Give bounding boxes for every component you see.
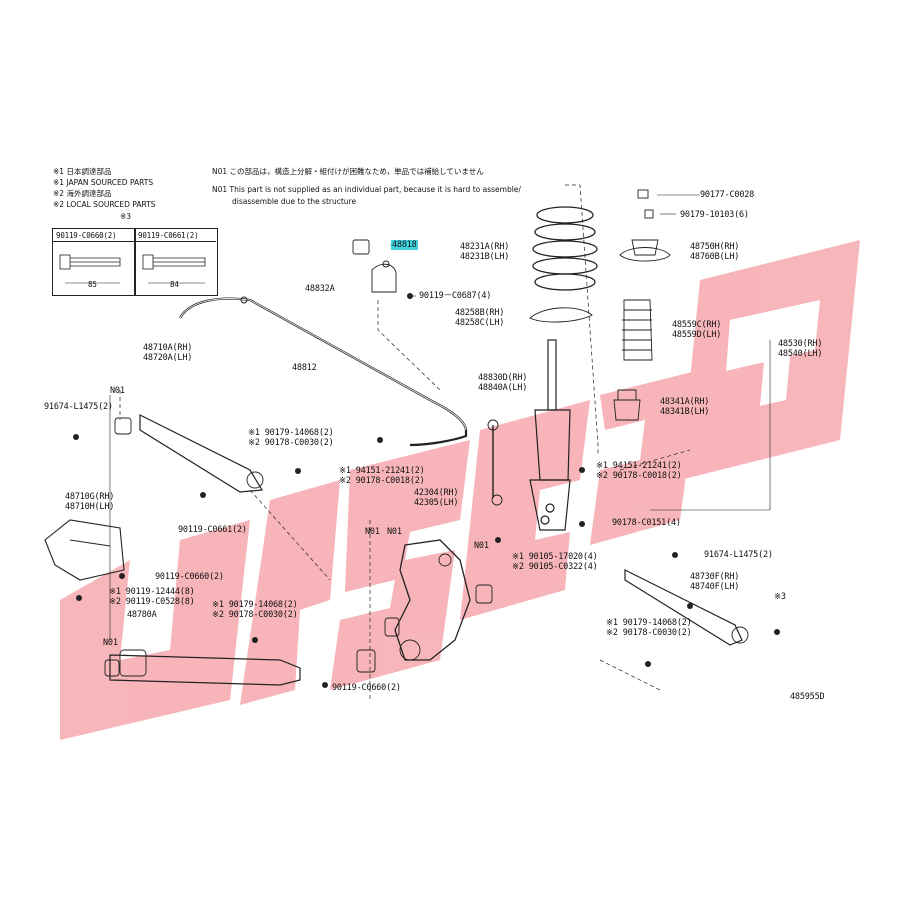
part-label[interactable]: ※1 90105-17020(4) xyxy=(512,552,598,562)
part-label[interactable]: 48710A(RH) xyxy=(143,343,193,353)
part-label[interactable]: 48750H(RH) xyxy=(690,242,740,252)
legend-bolt-length: 84 xyxy=(170,280,179,289)
part-label[interactable]: ※1 90179-14068(2) xyxy=(248,428,334,438)
note-en: disassemble due to the structure xyxy=(232,197,357,206)
part-label[interactable]: ※2 90178-C0030(2) xyxy=(212,610,298,620)
part-label[interactable]: 48818 xyxy=(391,240,418,250)
part-label[interactable]: 42305(LH) xyxy=(414,498,459,508)
legend-bolt-part: 90119-C0660(2) xyxy=(56,231,117,240)
part-label[interactable]: 48530(RH) xyxy=(778,339,823,349)
legend-bolt-cell xyxy=(134,228,218,296)
knuckle xyxy=(394,539,471,661)
part-label[interactable]: ※1 90179-14068(2) xyxy=(606,618,692,628)
part-label[interactable]: ※1 90119-12444(8) xyxy=(109,587,195,597)
part-label[interactable]: 48231B(LH) xyxy=(460,252,510,262)
part-label[interactable]: 48710H(LH) xyxy=(65,502,115,512)
legend-box-header: ※3 xyxy=(120,212,132,221)
part-label[interactable]: 48710G(RH) xyxy=(65,492,115,502)
part-label[interactable]: ※2 90178-C0018(2) xyxy=(596,471,682,481)
diagram-number: 485955D xyxy=(790,692,825,702)
part-label[interactable]: 90119－C0687(4) xyxy=(419,291,492,301)
part-label[interactable]: 91674-L1475(2) xyxy=(704,550,773,560)
legend-line: ※2 海外調達部品 xyxy=(53,189,112,198)
part-label[interactable]: 48730F(RH) xyxy=(690,572,740,582)
legend-bolt-length: 85 xyxy=(88,280,97,289)
part-label[interactable]: 48341A(RH) xyxy=(660,397,710,407)
lateral-arm xyxy=(624,569,743,646)
part-label[interactable]: 48840A(LH) xyxy=(478,383,528,393)
part-label: ※3 xyxy=(774,592,786,602)
part-label[interactable]: 48740F(LH) xyxy=(690,582,740,592)
bellows xyxy=(622,299,653,361)
part-label[interactable]: 48258C(LH) xyxy=(455,318,505,328)
coil-spring xyxy=(532,206,598,291)
part-label[interactable]: 48832A xyxy=(305,284,335,294)
part-label[interactable]: ※2 90178-C0030(2) xyxy=(248,438,334,448)
part-label[interactable]: 48830D(RH) xyxy=(478,373,528,383)
part-label[interactable]: 48760B(LH) xyxy=(690,252,740,262)
part-label[interactable]: ※1 94151-21241(2) xyxy=(339,466,425,476)
part-label[interactable]: 42304(RH) xyxy=(414,488,459,498)
part-label[interactable]: 48258B(RH) xyxy=(455,308,505,318)
part-label[interactable]: 48812 xyxy=(292,363,317,373)
part-label[interactable]: 90119-C0661(2) xyxy=(178,525,247,535)
legend-bolt-cell xyxy=(52,228,136,296)
part-label[interactable]: 48559C(RH) xyxy=(672,320,722,330)
shock-absorber xyxy=(529,339,571,531)
note-en: N01 This part is not supplied as an indi… xyxy=(212,185,521,194)
legend-header-row xyxy=(52,228,216,242)
part-label[interactable]: ※2 90119-C0528(8) xyxy=(109,597,195,607)
part-label[interactable]: 48341B(LH) xyxy=(660,407,710,417)
legend-line: ※1 JAPAN SOURCED PARTS xyxy=(53,178,154,187)
part-label[interactable]: 90178-C0151(4) xyxy=(612,518,681,528)
part-label[interactable]: N01 xyxy=(103,638,118,648)
part-label[interactable]: ※2 90178-C0018(2) xyxy=(339,476,425,486)
part-label[interactable]: ※1 90179-14068(2) xyxy=(212,600,298,610)
part-label[interactable]: 48231A(RH) xyxy=(460,242,510,252)
part-label[interactable]: 90177-C0028 xyxy=(700,190,755,200)
part-label[interactable]: N01 xyxy=(474,541,489,551)
part-label[interactable]: ※2 90178-C0030(2) xyxy=(606,628,692,638)
stabilizer-bar xyxy=(179,297,468,447)
part-label[interactable]: 90179-10103(6) xyxy=(680,210,749,220)
part-label-highlighted[interactable]: 48818 xyxy=(391,240,418,250)
part-label[interactable]: ※2 90105-C0322(4) xyxy=(512,562,598,572)
part-label[interactable]: 48540(LH) xyxy=(778,349,823,359)
part-label[interactable]: ※1 94151-21241(2) xyxy=(596,461,682,471)
part-label[interactable]: 48720A(LH) xyxy=(143,353,193,363)
upper-arm xyxy=(139,414,264,493)
note-jp: N01 この部品は，構造上分解・組付けが困難なため，単品では補給していません xyxy=(212,167,484,176)
part-label[interactable]: 48780A xyxy=(127,610,157,620)
lower-arm xyxy=(109,654,301,686)
part-label[interactable]: N01 xyxy=(110,386,125,396)
part-label[interactable]: N01 xyxy=(365,527,380,537)
legend-line: ※1 日本調達部品 xyxy=(53,167,112,176)
legend-line: ※2 LOCAL SOURCED PARTS xyxy=(53,200,156,209)
legend-bolt-part: 90119-C0661(2) xyxy=(138,231,199,240)
part-label[interactable]: N01 xyxy=(387,527,402,537)
part-label[interactable]: 91674-L1475(2) xyxy=(44,402,113,412)
part-label[interactable]: 90119-C0660(2) xyxy=(332,683,401,693)
part-label[interactable]: 90119-C0660(2) xyxy=(155,572,224,582)
part-label[interactable]: 48559D(LH) xyxy=(672,330,722,340)
